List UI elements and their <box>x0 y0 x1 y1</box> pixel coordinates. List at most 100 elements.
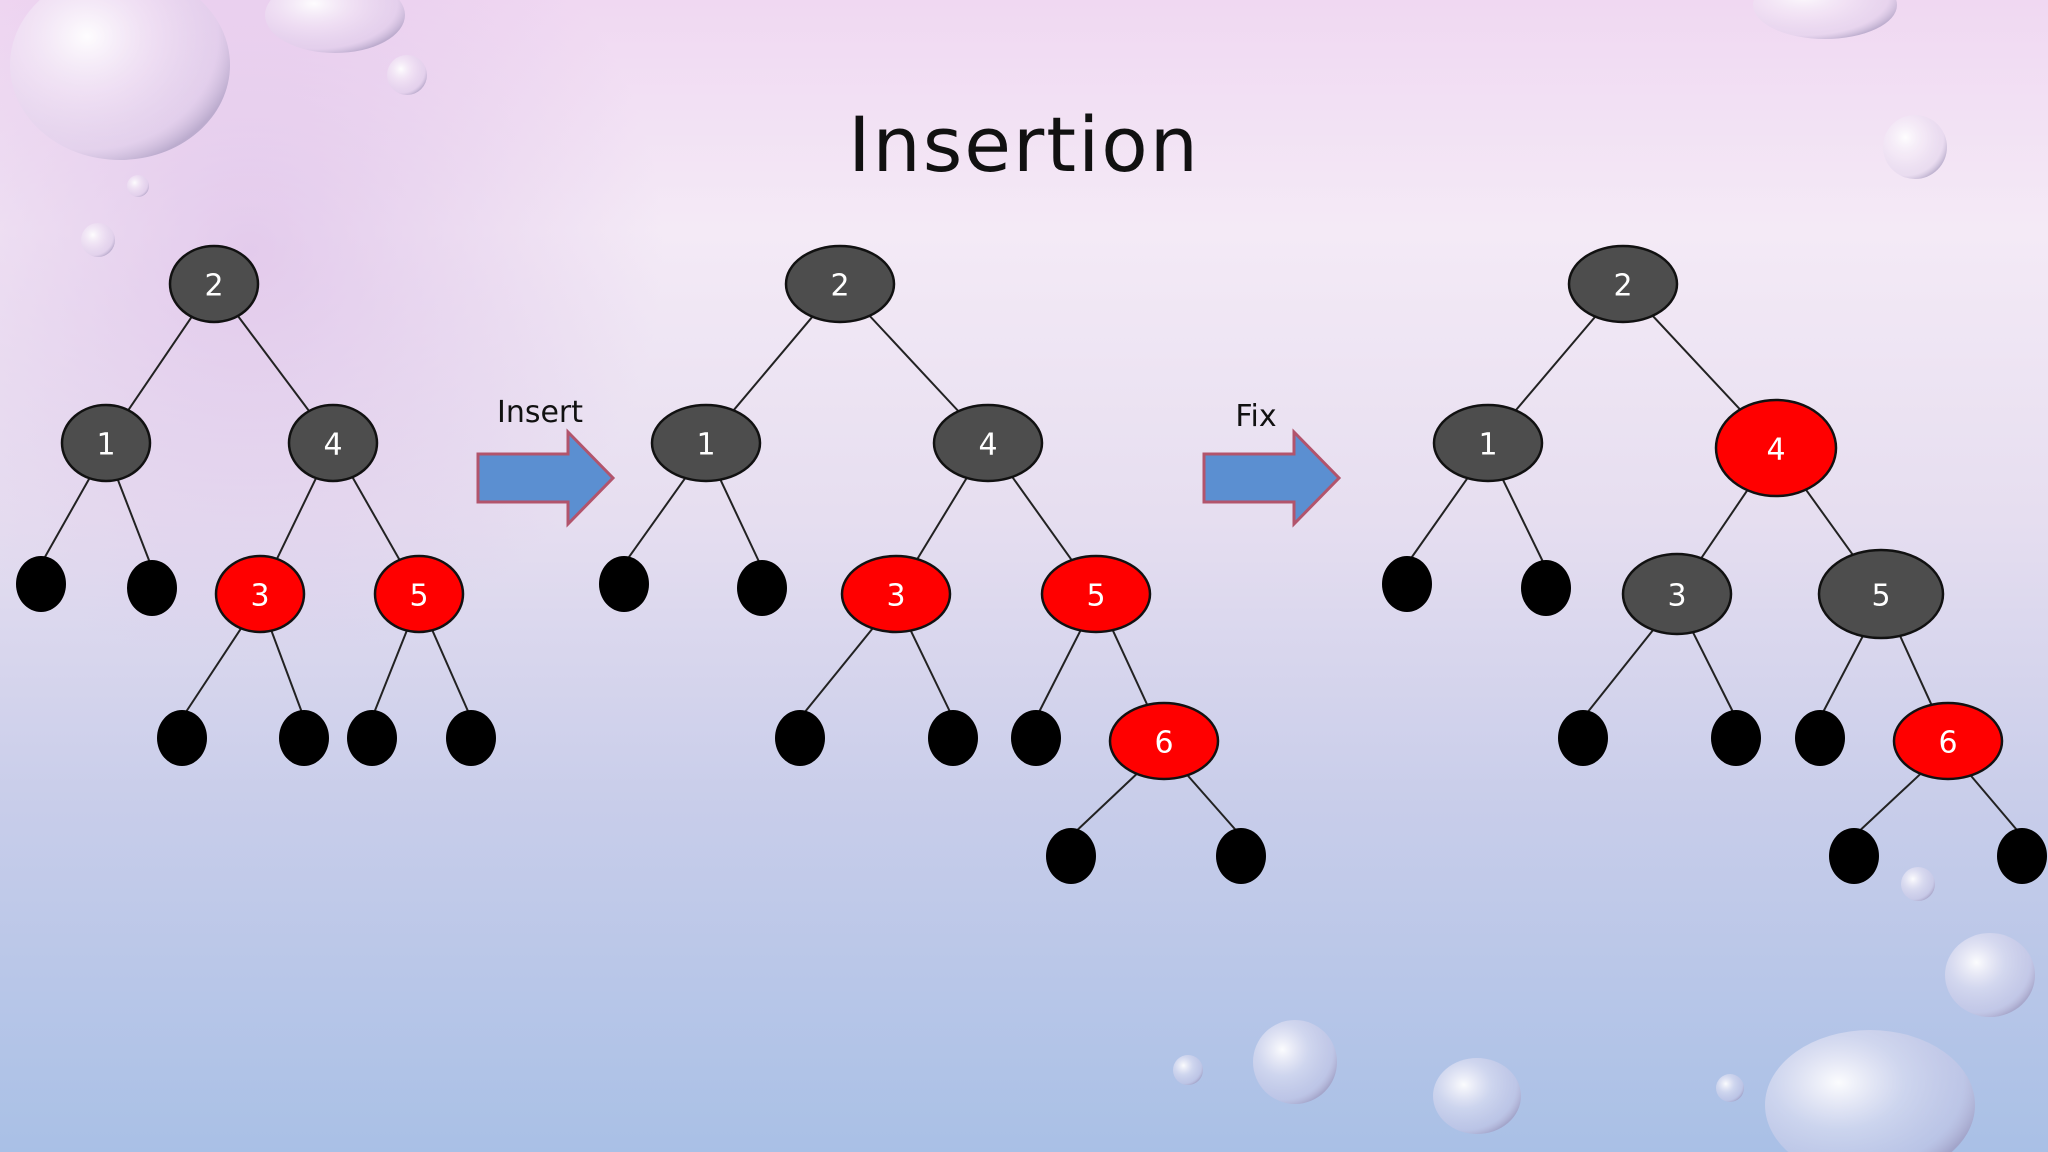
droplet <box>1716 1074 1744 1102</box>
nil-leaf <box>1216 828 1266 884</box>
tree-edge <box>914 474 970 563</box>
nil-leaf <box>599 556 649 612</box>
tree-edge <box>1690 628 1737 719</box>
droplet <box>265 0 405 53</box>
tree-edge <box>1819 632 1866 719</box>
tree-node-3-red: 3 <box>214 554 306 634</box>
tree-node-4-black: 4 <box>932 403 1044 483</box>
tree-node-3-red: 3 <box>840 554 952 634</box>
node-shape <box>1714 398 1838 498</box>
droplet <box>1253 1020 1337 1104</box>
droplet <box>1753 0 1897 39</box>
nil-leaf <box>1795 710 1845 766</box>
node-shape <box>1108 701 1220 781</box>
transition-arrow-insert: Insert <box>476 395 616 528</box>
node-shape <box>840 554 952 634</box>
tree-edge <box>718 476 763 569</box>
tree-edges <box>40 312 472 719</box>
tree-node-2-black: 2 <box>168 244 260 324</box>
tree-edge <box>799 625 876 719</box>
tree-edge <box>269 627 305 719</box>
nil-leaf <box>1558 710 1608 766</box>
nil-leaf <box>1711 710 1761 766</box>
tree-edge <box>1035 627 1083 719</box>
node-label: 4 <box>1766 433 1785 468</box>
node-label: 5 <box>409 579 428 614</box>
tree-node-1-black: 1 <box>60 403 152 483</box>
tree-edge <box>1967 772 2023 837</box>
droplet <box>1945 933 2035 1017</box>
droplet <box>127 175 149 197</box>
tree-node-6-red: 6 <box>1892 701 2004 781</box>
nil-leaf <box>928 710 978 766</box>
tree-before-insert: 2 1 4 3 5 <box>16 244 496 766</box>
node-label: 4 <box>978 428 997 463</box>
tree-edge <box>349 473 403 564</box>
nil-leaf <box>279 710 329 766</box>
tree-edge <box>1802 485 1856 559</box>
nil-leaf <box>127 560 177 616</box>
node-shape <box>1432 403 1544 483</box>
nil-leaf <box>1011 710 1061 766</box>
node-shape <box>1817 548 1945 640</box>
tree-edge <box>1582 626 1657 719</box>
tree-node-1-black: 1 <box>650 403 762 483</box>
tree-node-4-black: 4 <box>287 403 379 483</box>
droplet <box>10 0 230 160</box>
nil-leaf <box>16 556 66 612</box>
droplet <box>1901 867 1935 901</box>
droplet <box>1883 115 1947 179</box>
nil-leaf <box>446 710 496 766</box>
tree-edge <box>1070 770 1141 837</box>
tree-edge <box>866 312 962 415</box>
tree-edge <box>730 313 816 414</box>
node-shape <box>784 244 896 324</box>
nil-leaf <box>1046 828 1096 884</box>
tree-edge <box>1897 632 1934 709</box>
droplet <box>1433 1058 1521 1134</box>
nil-leaves <box>599 556 1266 884</box>
tree-edge <box>1512 313 1599 414</box>
node-shape <box>214 554 306 634</box>
tree-node-1-black: 1 <box>1432 403 1544 483</box>
nil-leaf <box>157 710 207 766</box>
tree-edge <box>235 312 312 415</box>
arrow-label: Insert <box>497 395 583 430</box>
node-shape <box>168 244 260 324</box>
tree-edge <box>115 476 153 569</box>
nil-leaves <box>16 556 496 766</box>
tree-edge <box>1009 473 1075 564</box>
node-shape <box>60 403 152 483</box>
node-label: 2 <box>204 269 223 304</box>
node-shape <box>1040 554 1152 634</box>
node-shape <box>1567 244 1679 324</box>
tree-after-fix: 2 1 4 3 5 6 <box>1382 244 2047 884</box>
droplet <box>1173 1055 1203 1085</box>
node-shape <box>1621 552 1733 636</box>
tree-edge <box>274 474 319 563</box>
droplet <box>387 55 427 95</box>
nil-leaf <box>1997 828 2047 884</box>
tree-node-6-red: 6 <box>1108 701 1220 781</box>
node-label: 5 <box>1871 579 1890 614</box>
node-label: 3 <box>886 579 905 614</box>
node-label: 2 <box>1613 269 1632 304</box>
tree-node-5-red: 5 <box>373 554 465 634</box>
node-label: 3 <box>1667 579 1686 614</box>
tree-edge <box>1406 474 1471 565</box>
arrow-label: Fix <box>1235 399 1276 434</box>
node-label: 1 <box>1478 428 1497 463</box>
tree-edge <box>125 313 195 414</box>
tree-edge <box>40 474 92 565</box>
tree-edge <box>430 626 472 719</box>
node-label: 1 <box>696 428 715 463</box>
droplet <box>1765 1030 1975 1152</box>
tree-edges <box>1406 312 2023 837</box>
tree-edges <box>623 312 1242 837</box>
tree-node-2-black: 2 <box>784 244 896 324</box>
tree-edge <box>1853 770 1924 837</box>
tree-node-5-black: 5 <box>1817 548 1945 640</box>
